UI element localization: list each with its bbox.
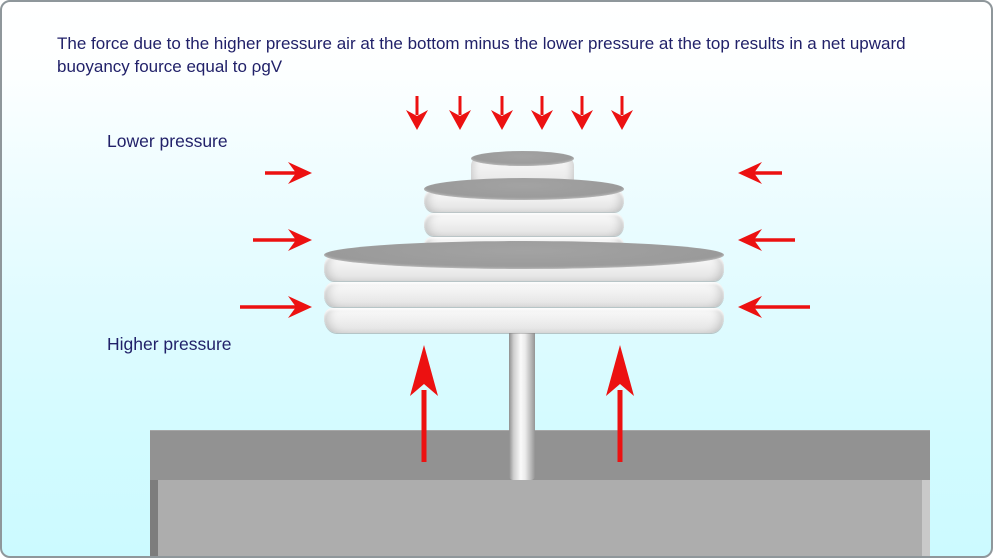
left-arrow-2: [738, 229, 795, 251]
base-right-edge: [922, 480, 930, 556]
right-arrow-2: [253, 229, 312, 251]
down-arrow-6: [611, 96, 633, 130]
middle-stack-top-face: [424, 178, 624, 200]
right-arrow-3: [240, 296, 312, 318]
down-arrow-1: [406, 96, 428, 130]
base-block: [150, 430, 930, 556]
right-arrow-1: [265, 162, 312, 184]
base-top-face: [150, 430, 930, 480]
large-disc-stack: [324, 241, 724, 333]
left-arrow-3: [738, 296, 810, 318]
support-rod: [509, 330, 535, 480]
left-arrow-1: [738, 162, 782, 184]
base-left-edge: [150, 480, 158, 556]
title-text: The force due to the higher pressure air…: [57, 34, 906, 76]
base-front-face: [150, 480, 930, 556]
large-stack-top-face: [324, 241, 724, 269]
down-arrow-3: [491, 96, 513, 130]
top-knob-top-face: [471, 151, 574, 166]
disc: [324, 282, 724, 307]
down-arrow-2: [449, 96, 471, 130]
disc: [424, 213, 624, 236]
higher-pressure-label: Higher pressure: [107, 334, 232, 354]
down-arrow-4: [531, 96, 553, 130]
disc: [324, 308, 724, 333]
lower-pressure-label: Lower pressure: [107, 131, 228, 151]
down-arrow-5: [571, 96, 593, 130]
